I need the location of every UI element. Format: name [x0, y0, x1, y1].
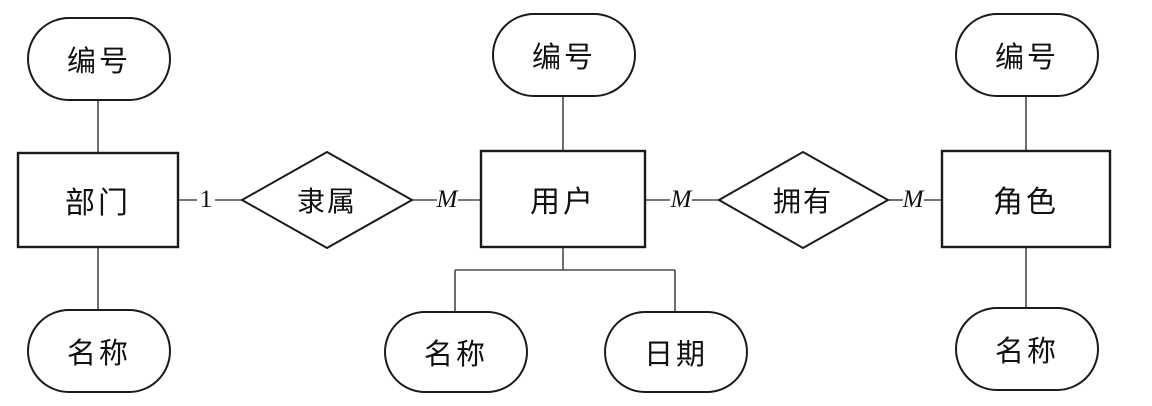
entity-shape-role[interactable] [940, 149, 1112, 249]
entity-shape-department[interactable] [16, 151, 180, 249]
relationship-label-owns: 拥有 [772, 187, 833, 218]
entity-label-department: 部门 [65, 187, 131, 220]
attribute-shape-user-id[interactable] [492, 13, 636, 97]
cardinality-label-user-right: M [670, 186, 692, 213]
attribute-shape-role-id[interactable] [955, 13, 1099, 97]
entity-label-role: 角色 [993, 186, 1059, 219]
attribute-label-dept-id: 编号 [66, 46, 131, 78]
attribute-shape-dept-name[interactable] [27, 309, 171, 393]
relationship-label-belongs-to: 隶属 [296, 187, 357, 218]
attribute-label-dept-name: 名称 [66, 338, 131, 370]
relationship-shape-belongs-to[interactable] [239, 150, 415, 250]
attribute-label-user-name: 名称 [423, 339, 488, 371]
relationship-shape-owns[interactable] [716, 150, 891, 250]
attribute-shape-dept-id[interactable] [27, 17, 171, 101]
cardinality-label-user-left: M [436, 186, 458, 213]
entity-label-user: 用户 [530, 186, 596, 219]
attribute-shape-user-date[interactable] [604, 311, 748, 393]
attribute-shape-role-name[interactable] [955, 307, 1099, 391]
attribute-label-role-id: 编号 [994, 42, 1059, 74]
attribute-label-role-name: 名称 [994, 336, 1059, 368]
attribute-shape-user-name[interactable] [384, 311, 528, 393]
cardinality-label-role: M [902, 186, 924, 213]
attribute-label-user-date: 日期 [643, 339, 708, 371]
entity-shape-user[interactable] [479, 149, 647, 249]
attribute-label-user-id: 编号 [531, 42, 596, 74]
cardinality-label-department-side: 1 [199, 186, 213, 213]
